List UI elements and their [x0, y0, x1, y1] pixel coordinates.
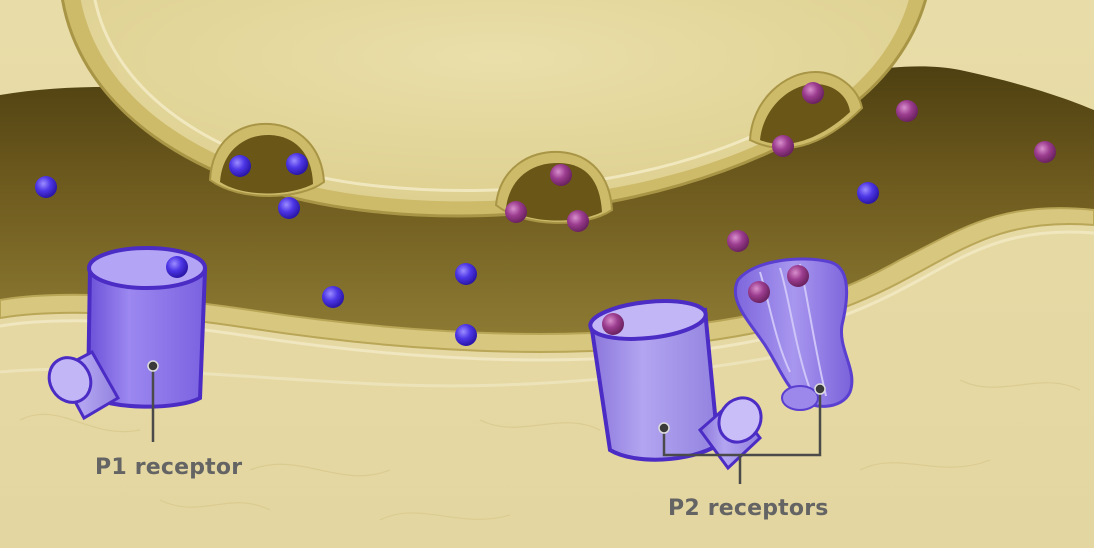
atp-molecule	[748, 281, 770, 303]
atp-molecule	[602, 313, 624, 335]
atp-molecules	[505, 82, 1056, 335]
atp-molecule	[1034, 141, 1056, 163]
atp-molecule	[802, 82, 824, 104]
vesicle-3	[748, 70, 864, 149]
vesicle-1	[208, 122, 326, 197]
atp-molecule	[727, 230, 749, 252]
adenosine-molecule	[278, 197, 300, 219]
postsynaptic-membrane	[0, 207, 1094, 353]
atp-molecule	[567, 210, 589, 232]
atp-molecule	[896, 100, 918, 122]
atp-molecule	[787, 265, 809, 287]
adenosine-molecules	[35, 153, 879, 346]
p1-receptor-label: P1 receptor	[95, 455, 243, 480]
atp-molecule	[505, 201, 527, 223]
adenosine-molecule	[857, 182, 879, 204]
adenosine-molecule	[166, 256, 188, 278]
atp-molecule	[772, 135, 794, 157]
p2x-receptor-subunit	[697, 396, 763, 471]
adenosine-molecule	[35, 176, 57, 198]
adenosine-molecule	[455, 263, 477, 285]
p1-receptor	[47, 246, 208, 421]
p2x-receptor	[588, 299, 763, 471]
adenosine-molecule	[229, 155, 251, 177]
p1-pointer-dot	[147, 360, 159, 372]
p2y-pointer-dot	[814, 383, 826, 395]
p1-receptor-subunit	[47, 349, 121, 421]
adenosine-molecule	[286, 153, 308, 175]
vesicle-2	[494, 150, 614, 224]
atp-molecule	[550, 164, 572, 186]
p2x-pointer-dot	[658, 422, 670, 434]
p2-leader-line	[662, 389, 822, 484]
p2-receptors-label: P2 receptors	[668, 496, 829, 521]
adenosine-molecule	[455, 324, 477, 346]
adenosine-molecule	[322, 286, 344, 308]
